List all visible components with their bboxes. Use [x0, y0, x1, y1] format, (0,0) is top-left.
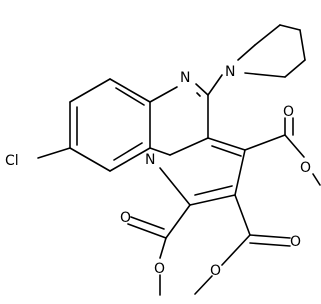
bond	[169, 137, 209, 156]
bond	[234, 194, 251, 236]
bond	[109, 78, 151, 103]
atom-label-piperidine-nitrogen: N	[225, 64, 235, 80]
bond	[299, 29, 306, 61]
atom-label-ester3-ether-oxygen: O	[300, 160, 311, 176]
atom-label-ester1-carbonyl-oxygen: O	[120, 210, 131, 226]
bond	[207, 137, 246, 151]
bond	[221, 234, 251, 266]
bond	[279, 24, 301, 31]
bond	[130, 216, 165, 230]
bond	[244, 134, 286, 151]
bond	[195, 83, 209, 96]
bond	[159, 167, 191, 206]
bond	[194, 185, 233, 196]
atom-labels: Cl N N N O O O O O O	[5, 64, 311, 279]
bond	[249, 234, 291, 239]
bond-lines	[37, 24, 321, 296]
atom-label-pyrazine-nitrogen: N	[180, 70, 190, 86]
bond	[69, 78, 111, 103]
atom-label-ester1-ether-oxygen: O	[154, 261, 165, 277]
bond	[312, 173, 321, 186]
bond	[149, 147, 171, 156]
bond	[69, 147, 111, 172]
bond	[211, 145, 242, 157]
bond	[249, 242, 291, 247]
bond	[207, 74, 223, 96]
bond	[37, 147, 71, 159]
atom-label-chlorine: Cl	[5, 153, 19, 169]
bond	[196, 92, 201, 97]
bond	[254, 24, 281, 46]
bond	[194, 275, 213, 295]
bond	[165, 204, 191, 239]
bond	[237, 44, 256, 61]
bond	[234, 149, 246, 196]
bond	[284, 134, 305, 158]
atom-label-ester2-ether-oxygen: O	[210, 263, 221, 279]
atom-label-ester3-carbonyl-oxygen: O	[283, 104, 294, 120]
bond	[284, 59, 306, 78]
bond	[189, 194, 236, 206]
atom-label-bridgehead-nitrogen: N	[145, 152, 155, 168]
bond	[113, 142, 143, 161]
bond	[149, 86, 178, 103]
bond	[244, 72, 286, 78]
bond	[159, 237, 167, 259]
atom-label-ester2-carbonyl-oxygen: O	[290, 234, 301, 250]
bond	[127, 223, 167, 239]
bond	[109, 147, 151, 172]
bond	[115, 87, 145, 106]
